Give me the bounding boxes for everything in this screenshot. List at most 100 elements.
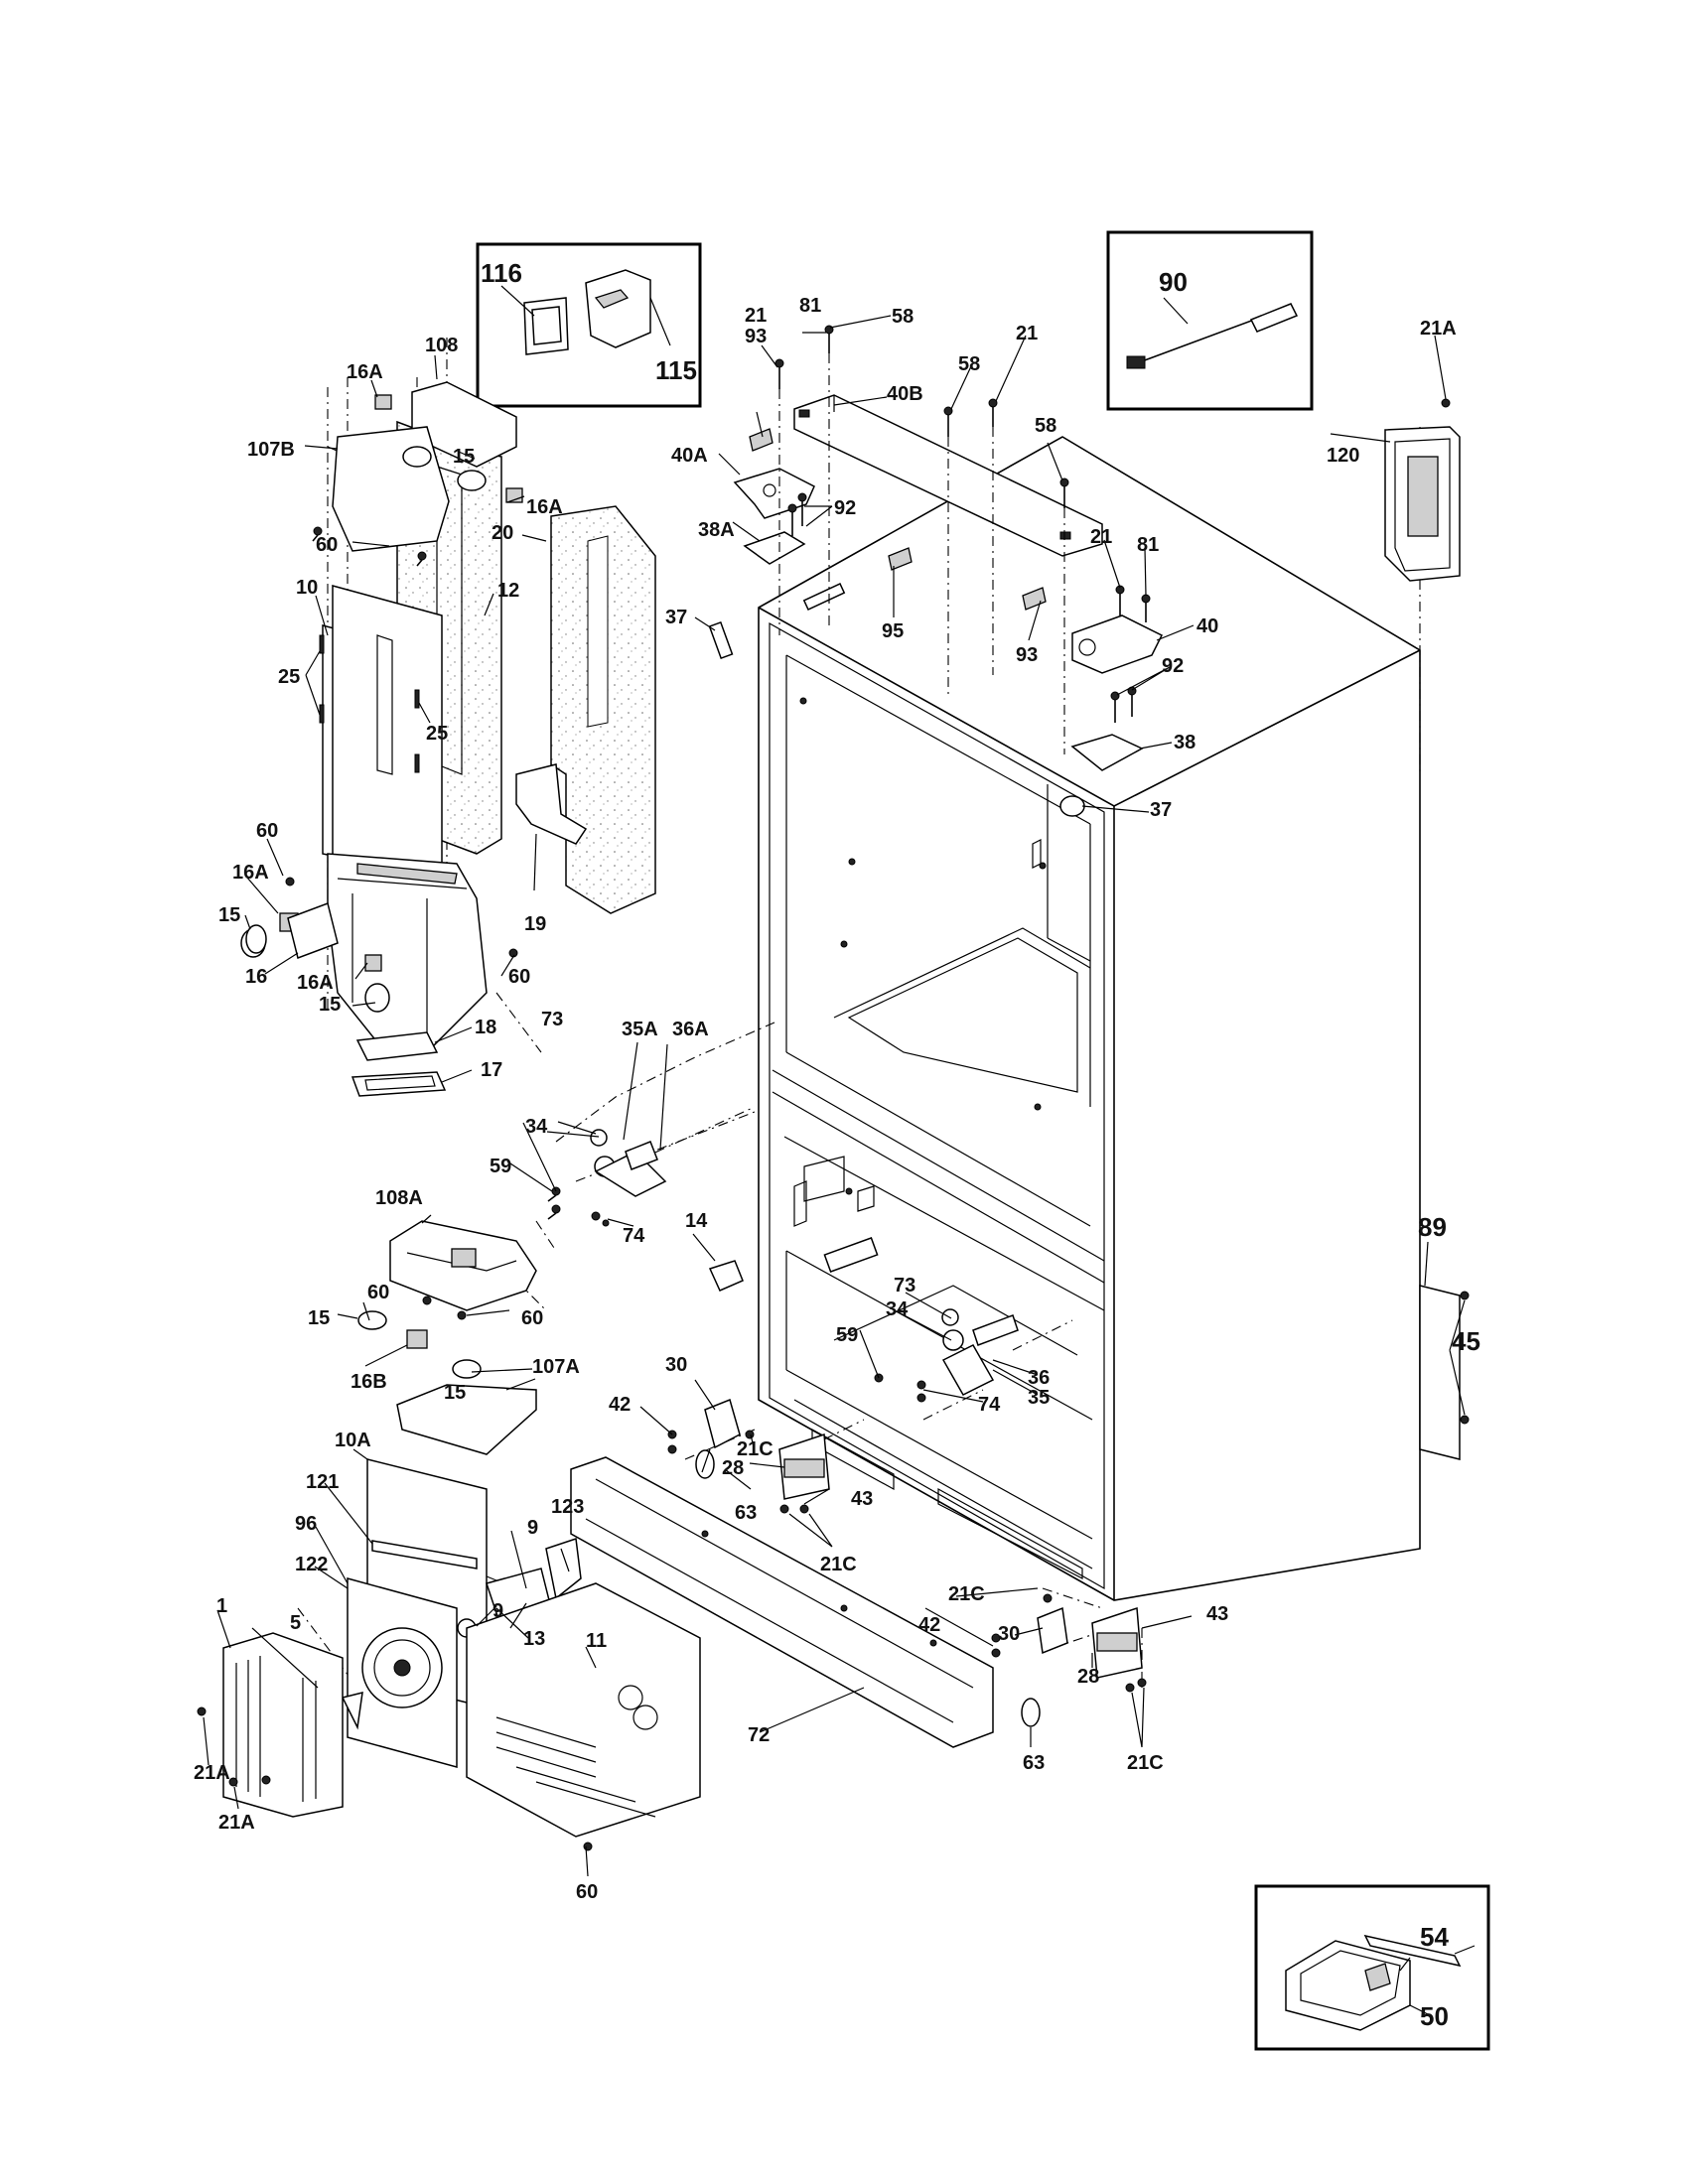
callout-73-right: 73 bbox=[894, 1275, 915, 1297]
callout-72: 72 bbox=[748, 1724, 770, 1746]
callout-40A: 40A bbox=[671, 445, 708, 467]
callout-58-right: 58 bbox=[1035, 415, 1056, 437]
callout-121: 121 bbox=[306, 1471, 339, 1493]
callout-20: 20 bbox=[492, 522, 513, 544]
callout-28-right: 28 bbox=[1077, 1666, 1099, 1688]
callout-17: 17 bbox=[481, 1059, 502, 1081]
callout-21C-left-lower: 21C bbox=[820, 1554, 857, 1575]
callout-21C-right-upper: 21C bbox=[948, 1583, 985, 1605]
callout-43-left: 43 bbox=[851, 1488, 873, 1510]
callout-18: 18 bbox=[475, 1017, 496, 1038]
callout-19: 19 bbox=[524, 913, 546, 935]
callout-16: 16 bbox=[245, 966, 267, 988]
callout-108A: 108A bbox=[375, 1187, 423, 1209]
screws-top bbox=[774, 325, 1151, 723]
callout-40B: 40B bbox=[887, 383, 923, 405]
callout-14: 14 bbox=[685, 1210, 708, 1232]
callout-108: 108 bbox=[425, 335, 458, 356]
callout-92-lower: 92 bbox=[1162, 655, 1184, 677]
callout-38: 38 bbox=[1174, 732, 1196, 753]
condenser-fan-assembly bbox=[197, 1458, 701, 1851]
callout-21A-lower-left: 21A bbox=[194, 1762, 230, 1784]
inset-box-damper bbox=[476, 242, 702, 408]
cabinet bbox=[758, 436, 1421, 1601]
callout-90: 90 bbox=[1159, 267, 1188, 297]
callout-120: 120 bbox=[1327, 445, 1359, 467]
callout-30-left: 30 bbox=[665, 1354, 687, 1376]
callout-43-right: 43 bbox=[1206, 1603, 1228, 1625]
inset-box-ice-tray bbox=[1254, 1884, 1490, 2051]
callout-42-left: 42 bbox=[609, 1394, 631, 1416]
callout-37-left: 37 bbox=[665, 607, 687, 628]
callout-38A: 38A bbox=[698, 519, 735, 541]
callout-21A-top: 21A bbox=[1420, 318, 1457, 340]
callout-59-left: 59 bbox=[490, 1156, 511, 1177]
callout-15-upper: 15 bbox=[453, 446, 475, 468]
callout-21-top-right: 21 bbox=[1016, 323, 1038, 344]
callout-36A: 36A bbox=[672, 1019, 709, 1040]
callout-10A: 10A bbox=[335, 1430, 371, 1451]
callout-107A: 107A bbox=[532, 1356, 580, 1378]
callout-15-lower: 15 bbox=[319, 994, 341, 1016]
callout-63-left: 63 bbox=[735, 1502, 757, 1524]
callout-107B: 107B bbox=[247, 439, 295, 461]
hinge-left-middle bbox=[547, 1129, 667, 1227]
fresh-food-air-duct bbox=[240, 381, 656, 1097]
callout-21-top-left: 21 bbox=[745, 305, 767, 327]
callout-25-mid: 25 bbox=[426, 723, 448, 745]
callout-21A-lower: 21A bbox=[218, 1812, 255, 1834]
callout-21C-left-upper: 21C bbox=[737, 1438, 774, 1460]
callout-10: 10 bbox=[296, 577, 318, 599]
callout-40: 40 bbox=[1196, 615, 1218, 637]
callout-9-upper: 9 bbox=[527, 1517, 538, 1539]
callout-37-right: 37 bbox=[1150, 799, 1172, 821]
inset-box-thermistor bbox=[1106, 230, 1314, 411]
callout-74-right: 74 bbox=[978, 1394, 1001, 1416]
callout-74-left: 74 bbox=[623, 1225, 645, 1247]
callout-15-freezer-mid: 15 bbox=[444, 1382, 466, 1404]
callout-11: 11 bbox=[586, 1630, 607, 1652]
lower-hinges-rollers bbox=[667, 1398, 1147, 1727]
callout-1: 1 bbox=[216, 1595, 227, 1617]
callout-63-right: 63 bbox=[1023, 1752, 1045, 1774]
callout-123: 123 bbox=[551, 1496, 584, 1518]
callout-60-freezer-left: 60 bbox=[367, 1282, 389, 1303]
callout-115: 115 bbox=[655, 355, 697, 385]
callout-21C-right-lower: 21C bbox=[1127, 1752, 1164, 1774]
callout-35A: 35A bbox=[622, 1019, 658, 1040]
callout-122: 122 bbox=[295, 1554, 328, 1575]
callout-59-right: 59 bbox=[836, 1324, 858, 1346]
callout-45: 45 bbox=[1452, 1326, 1480, 1356]
callout-93-right: 93 bbox=[1016, 644, 1038, 666]
callout-60-mid-left: 60 bbox=[256, 820, 278, 842]
callout-5: 5 bbox=[290, 1612, 301, 1634]
callout-30-right: 30 bbox=[998, 1623, 1020, 1645]
callout-16A-lower: 16A bbox=[297, 972, 334, 994]
hinge-right-freezer bbox=[874, 1308, 1019, 1403]
callout-58-mid: 58 bbox=[958, 353, 980, 375]
callout-13: 13 bbox=[523, 1628, 545, 1650]
callout-25-left: 25 bbox=[278, 666, 300, 688]
callout-81-right: 81 bbox=[1137, 534, 1159, 556]
callout-92-upper: 92 bbox=[834, 497, 856, 519]
callout-96: 96 bbox=[295, 1513, 317, 1535]
freezer-light-housing bbox=[357, 1220, 537, 1455]
callout-42-right: 42 bbox=[918, 1614, 940, 1636]
kick-plate bbox=[570, 1456, 994, 1748]
callout-34-right: 34 bbox=[886, 1298, 909, 1320]
callout-54: 54 bbox=[1420, 1922, 1449, 1952]
callout-36-right: 36 bbox=[1028, 1367, 1050, 1389]
leader-lines bbox=[203, 315, 1466, 1972]
callout-93-left: 93 bbox=[745, 326, 767, 347]
top-rail-assembly bbox=[708, 394, 1164, 817]
rear-panel-89 bbox=[1419, 1285, 1470, 1460]
callout-labels: 116 115 90 21A 120 108 16A 107B 15 16A 6… bbox=[194, 258, 1480, 2031]
callout-12: 12 bbox=[497, 580, 519, 602]
callout-35-right: 35 bbox=[1028, 1387, 1050, 1409]
callout-21-right: 21 bbox=[1090, 526, 1112, 548]
callout-116: 116 bbox=[481, 258, 522, 288]
door-stop-14 bbox=[708, 1260, 744, 1292]
callout-16A-mid-left: 16A bbox=[232, 862, 269, 884]
callout-28-left: 28 bbox=[722, 1457, 744, 1479]
